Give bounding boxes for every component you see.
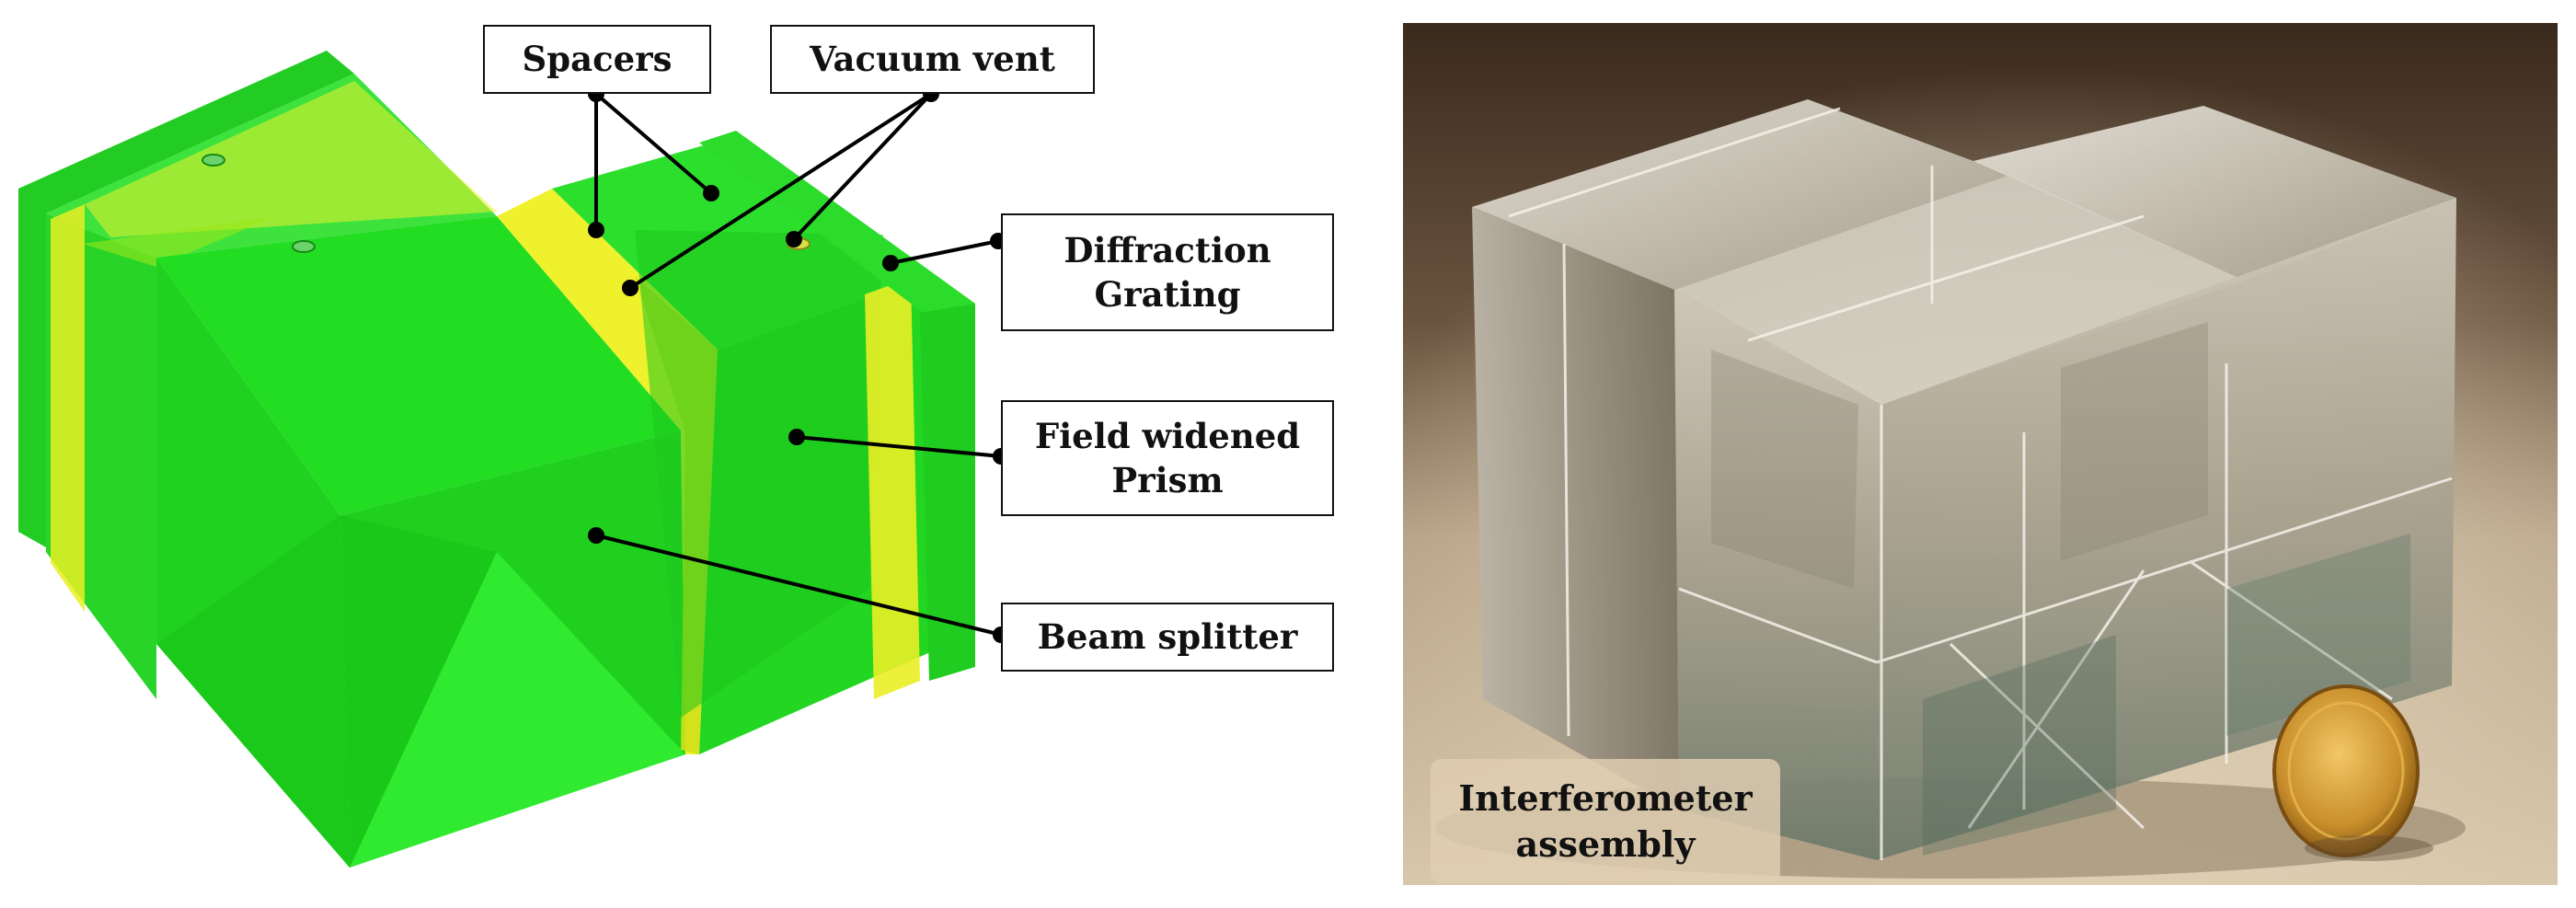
label-field-widened-prism: Field widened Prism — [1001, 400, 1334, 516]
beam-splitter-top — [156, 216, 681, 515]
leader-spacers-2 — [594, 92, 713, 195]
dot-grating — [882, 255, 899, 271]
label-field-widened-prism-line1: Field widened — [1034, 415, 1301, 456]
prism-diagonal — [635, 230, 883, 718]
label-diffraction-grating: Diffraction Grating — [1001, 213, 1334, 331]
dot-vent-2 — [786, 231, 802, 247]
glass-left-side — [1472, 207, 1679, 810]
label-vacuum-vent: Vacuum vent — [770, 25, 1095, 94]
label-diffraction-grating-line2: Grating — [1094, 274, 1241, 315]
label-beam-splitter-text: Beam splitter — [1037, 616, 1298, 658]
right-grating — [920, 304, 975, 681]
leader-grating — [890, 239, 999, 265]
photo-panel — [1403, 23, 2558, 885]
leader-vent-1 — [628, 92, 933, 290]
dot-vent-1 — [622, 280, 638, 296]
glass-front-left — [1674, 290, 1881, 860]
dot-prism — [788, 429, 805, 445]
left-grating-face — [18, 51, 354, 547]
coin — [2272, 684, 2420, 857]
label-spacers: Spacers — [483, 25, 711, 94]
coin-shadow — [2305, 835, 2433, 861]
dot-spacers-2 — [703, 185, 719, 201]
coin-rim — [2287, 701, 2405, 841]
glass-top-right — [1973, 106, 2456, 281]
leader-prism — [796, 435, 1002, 458]
vent-hole-2 — [292, 240, 316, 253]
label-diffraction-grating-line1: Diffraction — [1064, 229, 1271, 270]
vent-hole-1 — [201, 154, 225, 167]
label-vacuum-vent-text: Vacuum vent — [810, 39, 1055, 80]
label-spacers-text: Spacers — [522, 39, 673, 80]
leader-vent-2 — [792, 92, 933, 241]
glass-internal-lines — [1508, 107, 2453, 860]
label-field-widened-prism-line2: Prism — [1111, 460, 1224, 500]
photo-caption-line1: Interferometer — [1458, 777, 1753, 820]
right-grating-top — [699, 131, 975, 317]
dot-spacers-1 — [588, 222, 604, 238]
left-spacer-top — [85, 81, 497, 237]
photo-caption-line2: assembly — [1515, 822, 1696, 865]
left-inner-prism — [83, 216, 276, 267]
glass-top-left — [1472, 99, 2010, 290]
label-beam-splitter: Beam splitter — [1001, 603, 1334, 672]
photo-caption: Interferometer assembly — [1431, 759, 1780, 883]
leader-lines — [594, 92, 1002, 637]
cad-model — [18, 51, 975, 868]
pyramid-shadow — [156, 515, 497, 868]
left-spacer-strip — [51, 204, 85, 612]
leader-beam-splitter — [595, 534, 1002, 637]
dot-beam — [588, 527, 604, 544]
pyramid-lower — [350, 552, 685, 868]
glass-top-center — [1674, 175, 2245, 405]
glass-internal-shading — [1711, 322, 2410, 856]
right-spacer — [865, 278, 920, 699]
